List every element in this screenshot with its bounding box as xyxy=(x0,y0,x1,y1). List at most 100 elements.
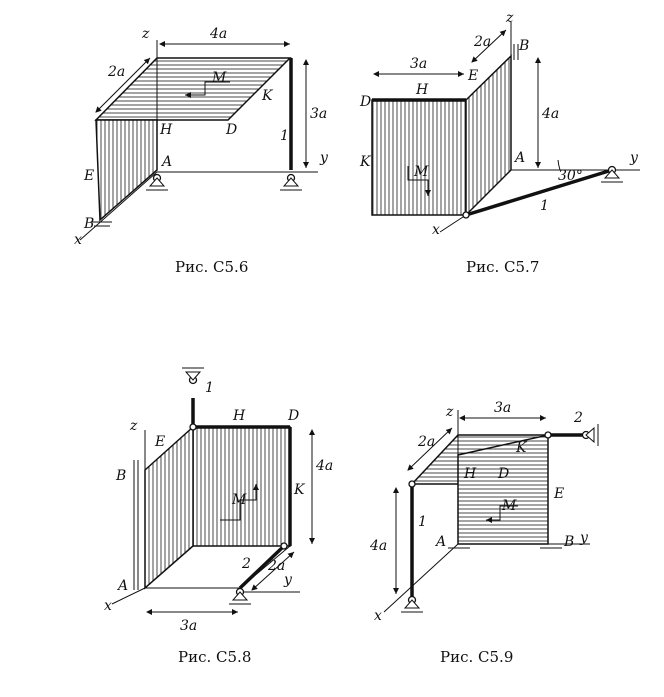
x-axis xyxy=(383,543,459,613)
label-z: z xyxy=(445,404,454,420)
label-m: M xyxy=(413,164,429,180)
dim-top: 3a xyxy=(494,400,511,416)
label-rod-2: 2 xyxy=(573,410,583,426)
label-y: y xyxy=(579,530,589,546)
label-rod-1: 1 xyxy=(540,198,549,214)
support-rod-1 xyxy=(280,177,302,191)
label-k: K xyxy=(359,154,372,170)
dim-line-side xyxy=(251,551,295,591)
label-x: x xyxy=(74,232,82,248)
support-b xyxy=(513,44,519,60)
figure-c5-6: z x y A B D E H K M 1 4a 2a 3a Рис. C5.6 xyxy=(74,26,329,276)
vertical-plate xyxy=(95,119,158,222)
label-rod-1: 1 xyxy=(205,380,214,396)
x-axis xyxy=(439,214,467,233)
label-k: K xyxy=(515,440,528,456)
label-z: z xyxy=(141,26,150,42)
support-a xyxy=(146,177,168,191)
label-h: H xyxy=(159,122,173,138)
dim-side: 2a xyxy=(417,434,435,450)
label-e: E xyxy=(467,68,478,84)
dim-top: 3a xyxy=(410,56,427,72)
dim-height: 4a xyxy=(369,538,387,554)
label-d: D xyxy=(225,122,237,138)
label-b: B xyxy=(518,38,529,54)
rod-1 xyxy=(465,168,613,217)
label-rod-2: 2 xyxy=(241,556,251,572)
label-b: B xyxy=(83,216,94,232)
label-y: y xyxy=(319,150,329,166)
support-rod-2 xyxy=(585,424,599,446)
support-rod-2 xyxy=(229,591,251,605)
hinge-x xyxy=(462,211,470,219)
caption-c5-6: Рис. C5.6 xyxy=(175,258,248,276)
label-x: x xyxy=(432,222,440,238)
label-x: x xyxy=(104,598,112,614)
label-d: D xyxy=(287,408,299,424)
label-a: A xyxy=(513,150,525,166)
hinge-corner xyxy=(544,431,552,439)
dim-side: 2a xyxy=(107,64,125,80)
dim-height: 3a xyxy=(310,106,327,122)
label-e: E xyxy=(553,486,564,502)
x-axis xyxy=(79,171,158,241)
vertical-plate xyxy=(457,434,549,545)
label-b: B xyxy=(563,534,574,550)
dim-height: 4a xyxy=(315,458,333,474)
figure-c5-9: z x y A B D E H K M 1 2 3a 2a 4a Рис. C5… xyxy=(369,400,599,666)
support-rod-1 xyxy=(182,367,204,381)
support-b xyxy=(92,221,112,227)
support-rod-1 xyxy=(601,169,623,183)
label-rod-1: 1 xyxy=(280,128,289,144)
dim-side: 2a xyxy=(473,34,491,50)
label-e: E xyxy=(83,168,94,184)
label-k: K xyxy=(293,482,306,498)
label-b: B xyxy=(115,468,126,484)
dim-height: 4a xyxy=(541,106,559,122)
hinge-rod-2-top xyxy=(280,542,288,550)
label-y: y xyxy=(629,150,639,166)
label-rod-1: 1 xyxy=(418,514,427,530)
support-rod-1 xyxy=(401,599,423,613)
label-m: M xyxy=(501,498,517,514)
dim-bottom: 3a xyxy=(180,618,197,634)
label-x: x xyxy=(374,608,382,624)
support-wall xyxy=(133,460,139,590)
label-e: E xyxy=(154,434,165,450)
dim-top: 4a xyxy=(209,26,227,42)
dim-line-side xyxy=(95,57,151,113)
label-h: H xyxy=(415,82,429,98)
figure-c5-7: z x y A B D E H K M 1 30° 3a 2a 4a Рис. … xyxy=(359,10,640,276)
moment-arrow xyxy=(220,484,259,521)
label-h: H xyxy=(463,466,477,482)
label-h: H xyxy=(232,408,246,424)
moment-arrow xyxy=(407,166,431,196)
vertical-plate-front xyxy=(371,99,467,216)
label-z: z xyxy=(505,10,514,26)
dim-line-side xyxy=(471,29,507,63)
label-d: D xyxy=(497,466,509,482)
label-a: A xyxy=(160,154,172,170)
dim-side: 2a xyxy=(267,558,285,574)
label-a: A xyxy=(116,578,128,594)
label-a: A xyxy=(434,534,446,550)
hinge-top-corner xyxy=(189,423,197,431)
caption-c5-7: Рис. C5.7 xyxy=(466,258,539,276)
vertical-plate-back xyxy=(192,426,291,547)
dim-line-side xyxy=(407,427,453,471)
caption-c5-8: Рис. C5.8 xyxy=(178,648,251,666)
caption-c5-9: Рис. C5.9 xyxy=(440,648,513,666)
label-angle: 30° xyxy=(558,168,583,184)
label-m: M xyxy=(211,70,227,86)
label-y: y xyxy=(283,572,293,588)
label-m: M xyxy=(231,492,247,508)
hinge-rod-1-top xyxy=(408,480,416,488)
figure-c5-8: z x y A B D E H K M 1 2 3a 2a 4a Рис. C5… xyxy=(104,367,333,666)
label-z: z xyxy=(129,418,138,434)
label-k: K xyxy=(261,88,274,104)
label-d: D xyxy=(359,94,371,110)
vertical-plate-side xyxy=(144,425,194,590)
angle-arc xyxy=(557,159,561,171)
x-axis xyxy=(111,587,146,605)
